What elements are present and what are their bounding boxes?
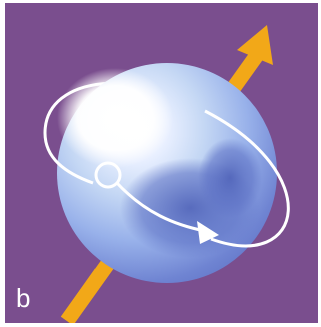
illustration bbox=[5, 3, 318, 323]
panel-label: b bbox=[16, 283, 31, 313]
trajectory-arrow-icon bbox=[94, 161, 219, 244]
orbit-front-arc bbox=[43, 109, 290, 248]
sphere bbox=[57, 63, 277, 283]
axis-front-segment bbox=[60, 268, 108, 323]
dark-region bbox=[198, 138, 262, 218]
figure-panel: b bbox=[5, 3, 318, 323]
bright-cap bbox=[57, 68, 173, 168]
